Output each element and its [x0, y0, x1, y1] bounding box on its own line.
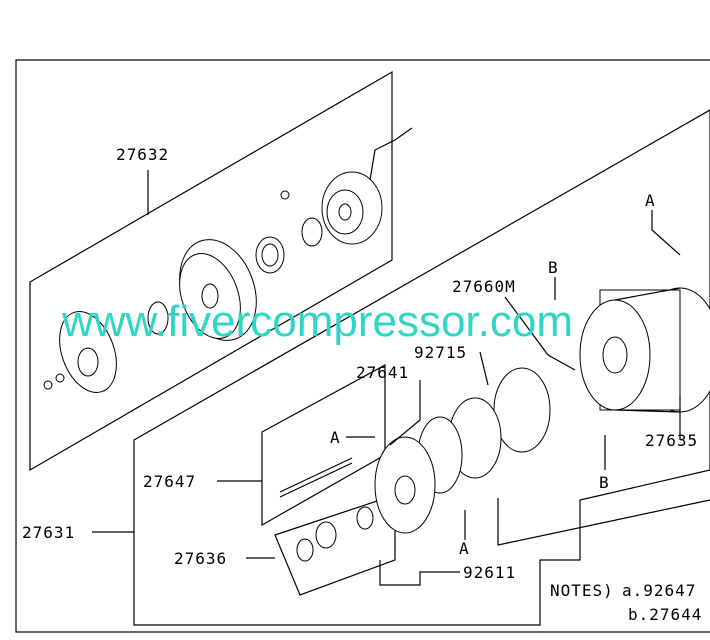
notes-title: NOTES)	[550, 581, 614, 600]
part-label-27635: 27635	[645, 431, 698, 450]
clutch-hub-plate	[59, 311, 117, 393]
reference-b-label: B	[599, 473, 610, 492]
reference-a-label: A	[459, 539, 470, 558]
part-label-92611: 92611	[463, 563, 516, 582]
part-label-27647: 27647	[143, 472, 196, 491]
clutch-group-box	[29, 70, 393, 472]
seal-group-box	[274, 494, 396, 596]
part-label-27631: 27631	[22, 523, 75, 542]
bolt-group-box	[261, 363, 386, 527]
watermark: www.fivercompressor.com	[61, 297, 573, 346]
field-coil	[321, 127, 413, 245]
compressor-body	[579, 287, 710, 413]
shim	[147, 301, 169, 335]
part-label-27632: 27632	[116, 145, 169, 164]
front-head	[374, 436, 436, 534]
outer-frame	[15, 59, 710, 633]
pulley	[179, 239, 257, 341]
reference-a-label: A	[330, 428, 341, 447]
snap-ring	[301, 217, 323, 247]
compressor-group-box	[133, 109, 710, 626]
part-label-27660m: 27660M	[452, 277, 516, 296]
part-label-92715: 92715	[414, 343, 467, 362]
valve-plate	[493, 367, 551, 453]
reference-a-label: A	[645, 191, 656, 210]
part-label-27636: 27636	[174, 549, 227, 568]
part-label-27641: 27641	[356, 363, 409, 382]
through-bolt	[279, 457, 353, 493]
notes-line-b: b.27644	[628, 605, 702, 624]
shaft-seal	[315, 521, 337, 549]
notes-line-a: a.92647	[622, 581, 696, 600]
reference-b-label: B	[548, 258, 559, 277]
